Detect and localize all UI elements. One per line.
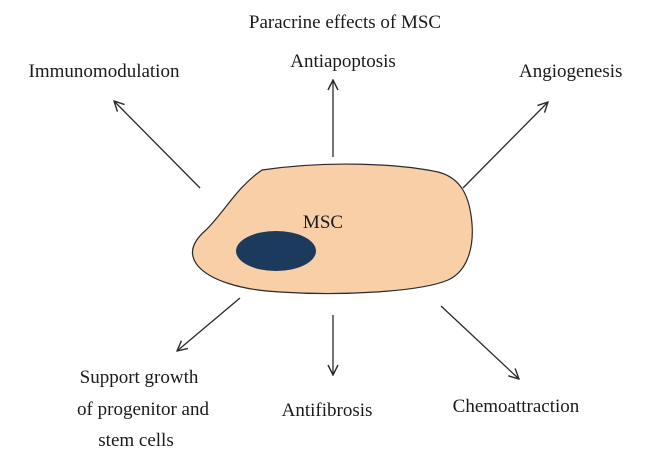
label-support-growth-line3: stem cells bbox=[98, 430, 173, 451]
label-angiogenesis: Angiogenesis bbox=[519, 61, 622, 82]
arrow-support-growth bbox=[177, 297, 241, 351]
msc-nucleus bbox=[236, 231, 316, 271]
label-support-growth-line1: Support growth bbox=[80, 367, 199, 388]
diagram-title: Paracrine effects of MSC bbox=[249, 12, 441, 33]
label-antiapoptosis: Antiapoptosis bbox=[290, 51, 396, 72]
cell-label: MSC bbox=[303, 212, 343, 233]
label-chemoattraction: Chemoattraction bbox=[453, 396, 580, 417]
label-immunomodulation: Immunomodulation bbox=[29, 61, 180, 82]
label-support-growth-line2: of progenitor and bbox=[77, 399, 209, 420]
arrow-angiogenesis bbox=[462, 102, 548, 189]
arrow-chemoattraction bbox=[440, 305, 519, 379]
arrow-immunomodulation bbox=[114, 101, 201, 189]
label-antifibrosis: Antifibrosis bbox=[282, 400, 373, 421]
